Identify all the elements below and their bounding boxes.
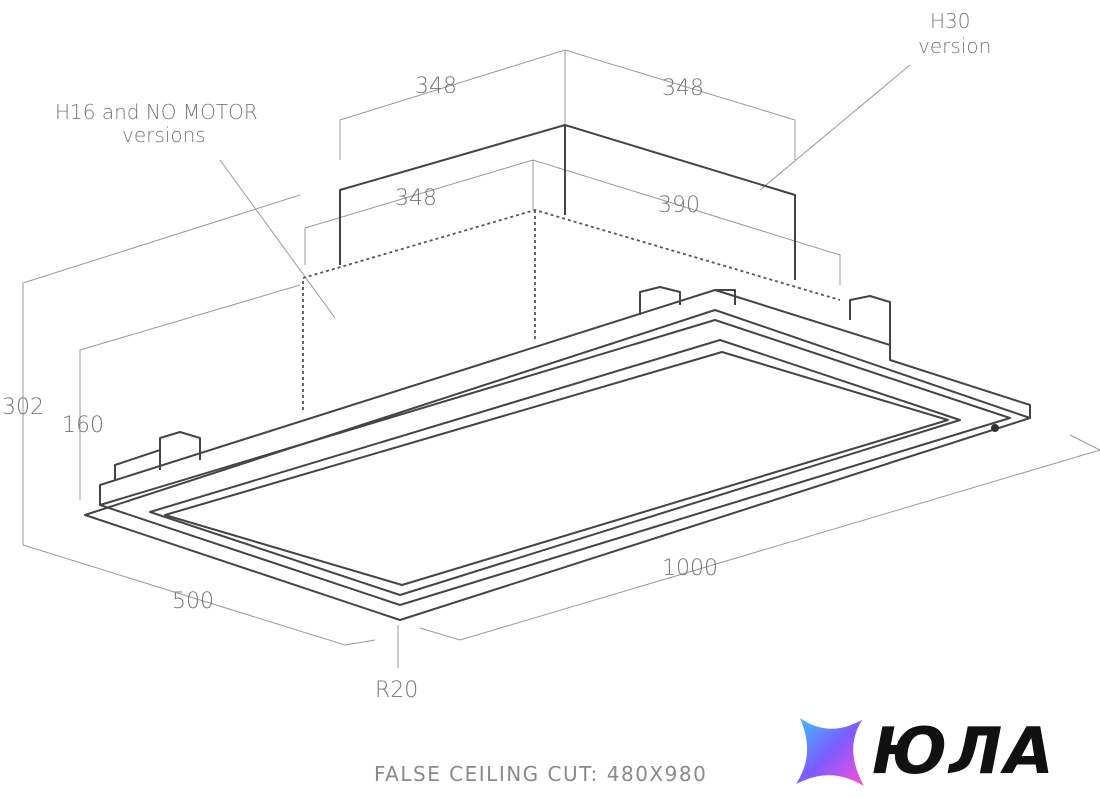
dimension-lines (22, 49, 1100, 668)
mid-dim-left: 348 (395, 186, 437, 211)
hood-body (84, 124, 1031, 621)
h16-line2: versions (122, 123, 206, 147)
false-ceiling-cut-text: FALSE CEILING CUT: 480X980 (374, 762, 708, 786)
h16-line1: H16 and NO MOTOR (55, 100, 258, 124)
mid-dim-right: 390 (658, 193, 700, 218)
top-dim-left: 348 (415, 74, 457, 99)
top-dim-right: 348 (662, 76, 704, 101)
yula-logo-text: ЮЛА (872, 715, 1056, 789)
length-dim: 1000 (662, 556, 718, 581)
radius-dim: R20 (375, 678, 418, 703)
height-short: 160 (62, 413, 104, 438)
width-dim: 500 (172, 589, 214, 614)
h30-line1: H30 (930, 9, 971, 33)
height-total: 302 (2, 395, 44, 420)
yula-logo-mark (796, 718, 864, 786)
yula-logo: ЮЛА (790, 712, 1090, 792)
h30-line2: version (918, 34, 991, 58)
dimension-labels: 348 348 348 390 H30 version H16 and NO M… (2, 9, 991, 703)
